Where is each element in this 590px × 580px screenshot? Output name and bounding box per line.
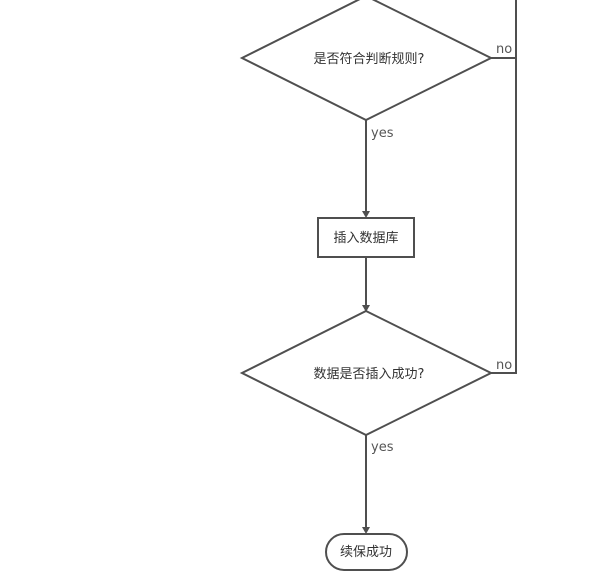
- process-insert-db[interactable]: 插入数据库: [317, 217, 415, 258]
- decision-insert-check-label: 数据是否插入成功?: [314, 367, 425, 382]
- edge-label-check-no: no: [496, 358, 512, 373]
- process-insert-db-label: 插入数据库: [333, 230, 398, 246]
- process-box: [317, 217, 415, 258]
- arrowhead: [362, 211, 370, 218]
- decision-rule-check[interactable]: 是否符合判断规则?: [239, 0, 494, 122]
- edge-label-check-yes: yes: [371, 440, 394, 455]
- edge-insert-check-no: [491, 58, 517, 374]
- terminator-pill: [325, 533, 408, 571]
- terminator-renew-success[interactable]: 续保成功: [325, 533, 408, 571]
- edge-label-rule-no: no: [496, 42, 512, 57]
- decision-diamond: [239, 309, 494, 437]
- arrowhead: [362, 527, 370, 534]
- terminator-renew-success-label: 续保成功: [340, 545, 392, 560]
- decision-insert-check[interactable]: 数据是否插入成功?: [239, 309, 494, 437]
- decision-diamond: [239, 0, 494, 122]
- decision-rule-check-label: 是否符合判断规则?: [314, 51, 425, 67]
- edge-label-rule-yes: yes: [371, 126, 394, 141]
- arrowhead: [362, 305, 370, 312]
